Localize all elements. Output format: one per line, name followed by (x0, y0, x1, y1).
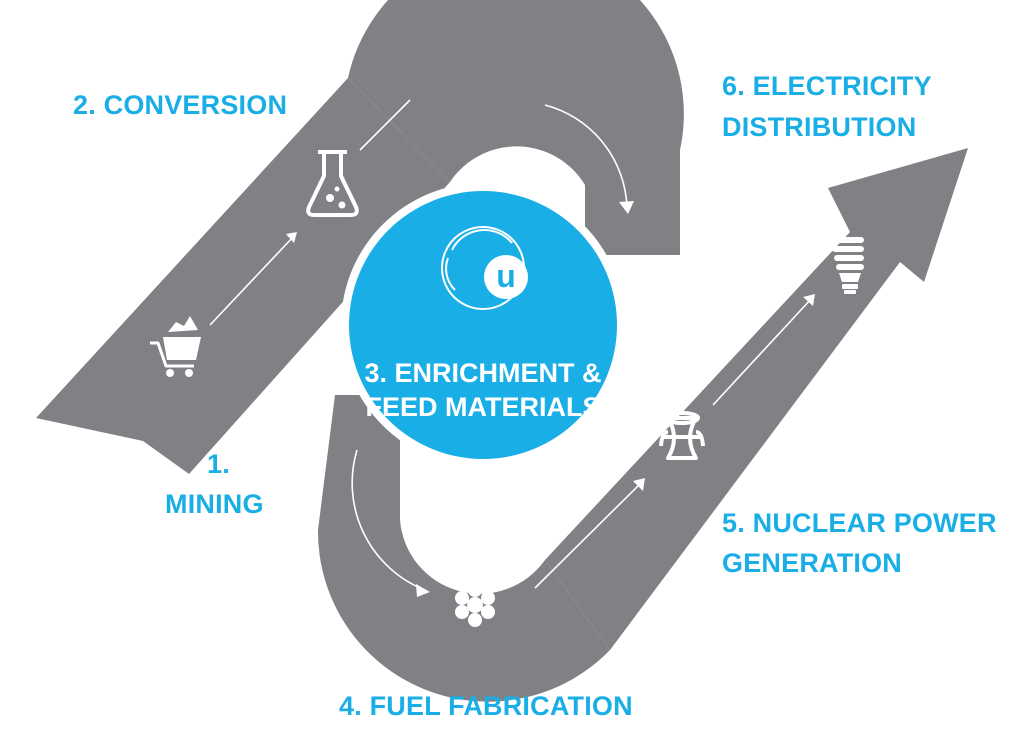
road-loop-upper (348, 0, 684, 255)
u-logo-icon: u (441, 226, 528, 310)
arrow-generation-to-distribution-head (803, 294, 815, 306)
road-loop-lower (317, 395, 610, 702)
fuel-bundle-icon (455, 583, 495, 627)
road-segment-mining-conversion (36, 78, 450, 474)
enrichment-hub: u (341, 183, 625, 467)
label-step-enrichment-line2: FEED MATERIALS (365, 392, 601, 422)
arrow-loop-upper (544, 104, 628, 209)
light-bulb-icon (830, 237, 864, 294)
flask-icon (306, 150, 359, 217)
mining-cart-icon (150, 316, 201, 377)
label-step-electricity-distribution-line2: DISTRIBUTION (722, 112, 917, 142)
arrow-mining-to-conversion (209, 235, 295, 326)
arrow-generation-to-distribution (712, 297, 813, 406)
label-step-mining-line2: MINING (165, 489, 264, 519)
arrow-loop-lower (351, 449, 426, 591)
arrow-mining-to-conversion-head (286, 232, 297, 243)
road-segment-fabrication-distribution (545, 148, 968, 650)
arrow-fabrication-to-generation (534, 481, 643, 589)
arrow-conversion-into-loop (359, 99, 411, 151)
logo-letter: u (496, 258, 516, 294)
flow-arrows (209, 99, 815, 597)
label-step-conversion: 2. CONVERSION (73, 90, 288, 120)
cooling-tower-icon (659, 411, 705, 460)
arrow-fabrication-to-generation-head (633, 478, 645, 491)
label-step-power-generation-line1: 5. NUCLEAR POWER (722, 508, 997, 538)
label-step-electricity-distribution-line1: 6. ELECTRICITY (722, 71, 932, 101)
label-step-mining-line1: 1. (207, 449, 230, 479)
label-step-power-generation-line2: GENERATION (722, 548, 903, 578)
label-step-enrichment-line1: 3. ENRICHMENT & (364, 358, 602, 388)
label-step-fuel-fabrication: 4. FUEL FABRICATION (339, 691, 633, 721)
arrow-loop-upper-head (619, 201, 634, 214)
enrichment-hub-circle (349, 191, 617, 459)
road (36, 0, 968, 702)
arrow-loop-lower-head (416, 584, 430, 597)
